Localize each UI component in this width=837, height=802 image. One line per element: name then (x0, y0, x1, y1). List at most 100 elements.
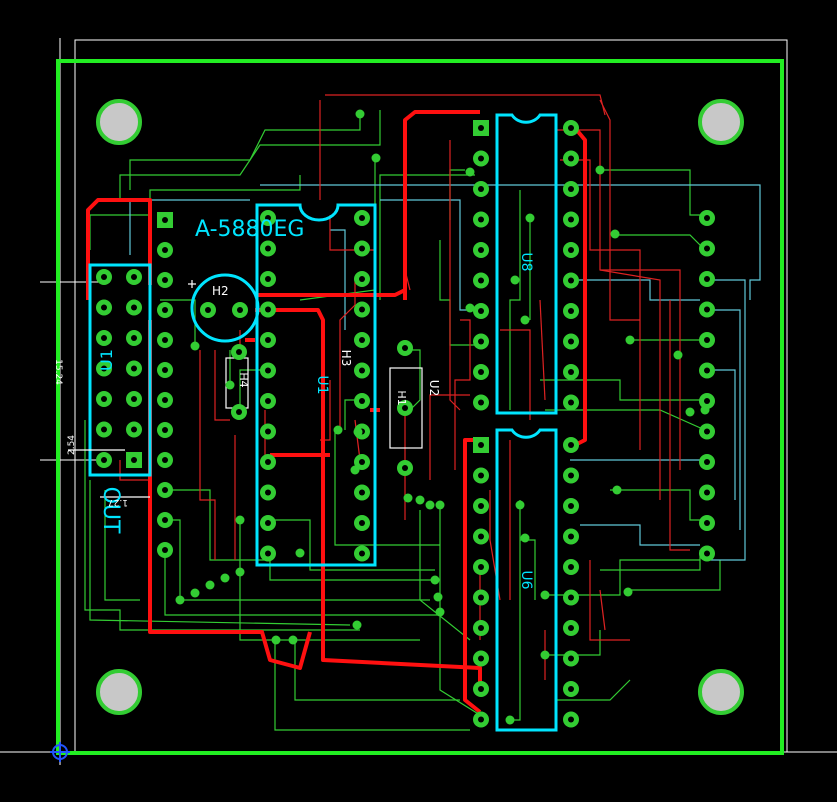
u6-b-pad-1-drill (568, 442, 574, 448)
u8-b-pad-9-drill (568, 369, 574, 375)
u6-a-pad-8-drill (478, 655, 484, 662)
u3-b-pad-9-drill (359, 459, 365, 465)
via-19 (540, 650, 550, 660)
u6-b-pad-9-drill (568, 686, 574, 692)
u8-a-pad-6-drill (478, 277, 484, 284)
u1-a-pad-2-drill (101, 304, 107, 311)
mounting-hole-tr (698, 99, 744, 145)
conn-right-pad-5-drill (704, 337, 710, 343)
conn-left-pad-12-drill (162, 547, 168, 553)
conn-right-pad-3-drill (704, 276, 710, 282)
conn-right-pad-7-drill (704, 398, 710, 404)
via-26 (220, 573, 230, 583)
u8-a-pad-7-drill (478, 308, 484, 314)
u6-b-pad-4-drill (568, 533, 574, 540)
u8-a-pad-4-drill (478, 216, 484, 223)
u6-b-pad-7-drill (568, 625, 574, 631)
u3-a-pad-4-drill (265, 306, 271, 313)
u6-a-pad-6-drill (478, 594, 484, 601)
u8-a-pad-1-drill (478, 125, 484, 131)
u8-a-pad-3-drill (478, 186, 484, 192)
u1-b-pad-5-drill (131, 396, 137, 402)
conn-left-pad-4-drill (162, 307, 168, 313)
small-part-pad-1-drill (205, 307, 211, 313)
u3-b-pad-7-drill (359, 398, 365, 404)
u6-a-pad-9-drill (478, 686, 484, 692)
conn-left-pad-11-drill (162, 517, 168, 523)
u3-b-pad-1-drill (359, 215, 365, 221)
u3-a-pad-3-drill (265, 276, 271, 282)
origin-marker-icon (50, 742, 70, 762)
small-part-pad-3-drill (236, 349, 242, 355)
via-20 (505, 715, 515, 725)
u1-a-pad-5-drill (101, 396, 107, 402)
u1-a-pad-4-drill (101, 365, 107, 372)
via-4 (595, 165, 605, 175)
mounting-hole-tl (96, 99, 142, 145)
u8-b-pad-2-drill (568, 155, 574, 162)
u6-a-pad-4-drill (478, 533, 484, 540)
mounting-holes (96, 99, 744, 715)
small-part-pad-2-drill (237, 307, 243, 313)
via-39 (612, 485, 622, 495)
mounting-hole-br (698, 669, 744, 715)
via-13 (425, 500, 435, 510)
u6-b-pad-2-drill (568, 472, 574, 479)
via-22 (295, 548, 305, 558)
via-11 (353, 427, 363, 437)
u3-b-pad-4-drill (359, 306, 365, 313)
u8-outline (495, 113, 558, 415)
u8-b-pad-8-drill (568, 338, 574, 345)
u1-b-pad-2-drill (131, 304, 137, 311)
u3-a-pad-2-drill (265, 245, 271, 252)
conn-right-pad-4-drill (704, 306, 710, 313)
via-42 (403, 493, 413, 503)
board-outline (56, 59, 784, 755)
silk-labels: A-5880EG U1 H3 U1 U8 U6 U2 H1 H4 H2 OUT … (53, 217, 534, 590)
via-35 (225, 380, 235, 390)
conn-left-pad-6-drill (162, 367, 168, 373)
u1-b-pad-6-drill (131, 426, 137, 433)
conn-left-pad-10-drill (162, 487, 168, 493)
u8-b-pad-10-drill (568, 399, 574, 406)
u1-pin1-pad-drill (131, 457, 137, 463)
via-29 (175, 595, 185, 605)
via-14 (435, 500, 445, 510)
small-part-pad-7-drill (402, 405, 408, 411)
via-30 (430, 575, 440, 585)
via-24 (271, 635, 281, 645)
u6-b-pad-3-drill (568, 503, 574, 509)
conn-left-pad-2-drill (162, 247, 168, 253)
u8-a-pad-9-drill (478, 369, 484, 375)
conn-right-pad-8-drill (704, 428, 710, 435)
u3-b-pad-3-drill (359, 276, 365, 282)
h2-label: H2 (212, 284, 229, 298)
u6-a-pad-1-drill (478, 442, 484, 448)
via-layer (175, 109, 710, 725)
conn-right-pad-2-drill (704, 245, 710, 252)
u3-label: H3 (339, 350, 353, 367)
via-28 (190, 588, 200, 598)
via-9 (465, 303, 475, 313)
u3-a-pad-10-drill (265, 489, 271, 496)
u3-b-pad-10-drill (359, 489, 365, 496)
via-17 (520, 533, 530, 543)
via-32 (435, 607, 445, 617)
small-part-pad-5-drill (402, 345, 408, 351)
u3-a-pad-9-drill (265, 459, 271, 465)
u1-a-pad-6-drill (101, 426, 107, 433)
via-5 (610, 229, 620, 239)
u-label-mid: U1 (314, 375, 330, 394)
u3-outline (255, 203, 377, 567)
u8-b-pad-1-drill (568, 125, 574, 131)
u1-outline (88, 263, 152, 477)
u1-b-pad-1-drill (131, 274, 137, 280)
via-41 (700, 405, 710, 415)
via-40 (623, 587, 633, 597)
u8-a-pad-10-drill (478, 399, 484, 406)
conn-right-pad-10-drill (704, 489, 710, 496)
u8-label: U8 (518, 252, 534, 271)
via-7 (510, 275, 520, 285)
